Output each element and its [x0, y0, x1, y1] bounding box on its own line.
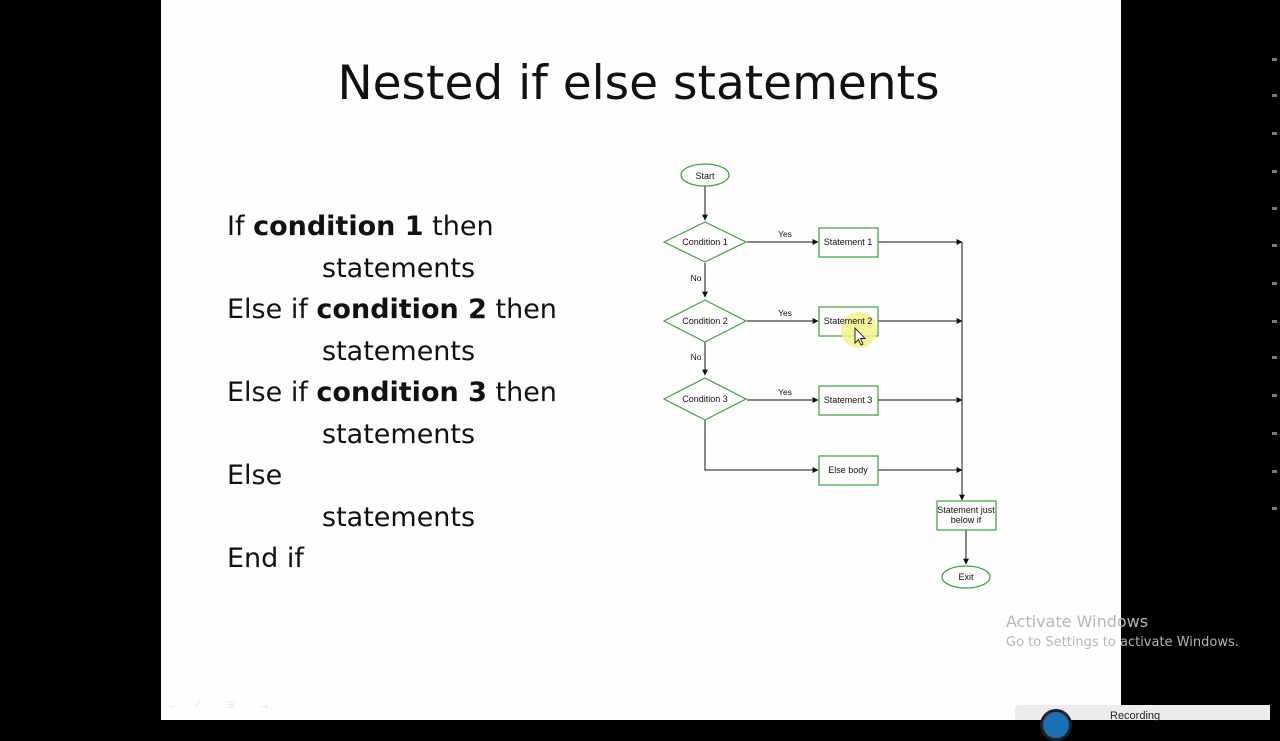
code-line-if: If condition 1 then	[227, 211, 494, 243]
edge-label-no: No	[691, 273, 702, 283]
edge-label-yes: Yes	[778, 229, 792, 239]
flowchart-diagram: Start Condition 1 Condition 2 Condition …	[662, 163, 997, 589]
node-label: Condition 2	[682, 316, 728, 326]
node-label: below if	[951, 515, 982, 525]
code-line-else-if-2: Else if condition 2 then	[227, 294, 557, 326]
process-node-else-body	[818, 455, 879, 486]
node-label: Start	[695, 171, 715, 181]
edge-label-yes: Yes	[778, 387, 792, 397]
code-condition: condition 2	[316, 294, 487, 325]
slideshow-nav: ← ∕ ≡ →	[167, 696, 273, 712]
marker	[1272, 320, 1277, 323]
marker	[1272, 58, 1277, 61]
code-line-else: Else	[227, 460, 283, 491]
node-label: Statement 2	[824, 316, 873, 326]
watermark-subtitle: Go to Settings to activate Windows.	[1006, 635, 1239, 650]
watermark-title: Activate Windows	[1006, 612, 1149, 631]
start-node	[680, 163, 730, 187]
marker	[1272, 207, 1277, 210]
code-keyword: If	[227, 211, 254, 242]
recorder-icon[interactable]	[1040, 709, 1072, 741]
code-keyword: then	[423, 211, 494, 242]
process-node-statement-3	[818, 385, 879, 416]
mouse-cursor-icon	[854, 326, 867, 346]
code-line-statements: statements	[322, 336, 476, 367]
activate-windows-watermark: Activate Windows Go to Settings to activ…	[1006, 612, 1239, 650]
slide-title: Nested if else statements	[337, 56, 940, 111]
marker	[1272, 470, 1277, 473]
code-keyword: Else if	[227, 294, 317, 325]
decision-node-3	[662, 377, 748, 421]
marker	[1272, 132, 1277, 135]
decision-node-2	[662, 299, 748, 343]
marker	[1272, 356, 1277, 359]
marker	[1272, 394, 1277, 397]
code-line-statements: statements	[322, 419, 476, 450]
marker	[1272, 282, 1277, 285]
code-line-statements: statements	[322, 253, 476, 284]
node-label: Else body	[828, 465, 868, 475]
code-condition: condition 3	[316, 377, 487, 408]
code-line-statements: statements	[322, 502, 476, 533]
code-condition: condition 1	[253, 211, 424, 242]
code-keyword: then	[486, 377, 557, 408]
marker	[1272, 170, 1277, 173]
marker	[1272, 244, 1277, 247]
process-node-statement-1	[818, 227, 879, 258]
presentation-slide: Nested if else statements If condition 1…	[161, 0, 1121, 720]
process-node-after-if	[936, 500, 997, 531]
marker	[1272, 432, 1277, 435]
edge-label-no: No	[691, 352, 702, 362]
node-label: Exit	[958, 572, 974, 582]
node-label: Statement 3	[824, 395, 873, 405]
code-keyword: Else if	[227, 377, 317, 408]
node-label: Statement just	[937, 505, 995, 515]
code-keyword: then	[486, 294, 557, 325]
next-arrow-icon[interactable]: →	[257, 696, 271, 712]
decision-node-1	[662, 221, 748, 263]
node-label: Condition 3	[682, 394, 728, 404]
menu-icon[interactable]: ≡	[227, 696, 236, 712]
recording-widget[interactable]: Recording	[1015, 705, 1270, 741]
cursor-highlight	[841, 312, 877, 348]
edge-label-yes: Yes	[778, 308, 792, 318]
marker	[1272, 94, 1277, 97]
node-label: Statement 1	[824, 237, 873, 247]
code-line-else-if-3: Else if condition 3 then	[227, 377, 557, 409]
scroll-markers	[1268, 0, 1280, 720]
prev-arrow-icon[interactable]: ←	[167, 696, 181, 712]
node-label: Condition 1	[682, 237, 728, 247]
connector	[704, 420, 819, 473]
recording-label: Recording	[1110, 710, 1161, 722]
pen-icon[interactable]: ∕	[197, 696, 200, 712]
marker	[1272, 507, 1277, 510]
code-line-end-if: End if	[227, 543, 304, 574]
exit-node	[941, 565, 991, 589]
